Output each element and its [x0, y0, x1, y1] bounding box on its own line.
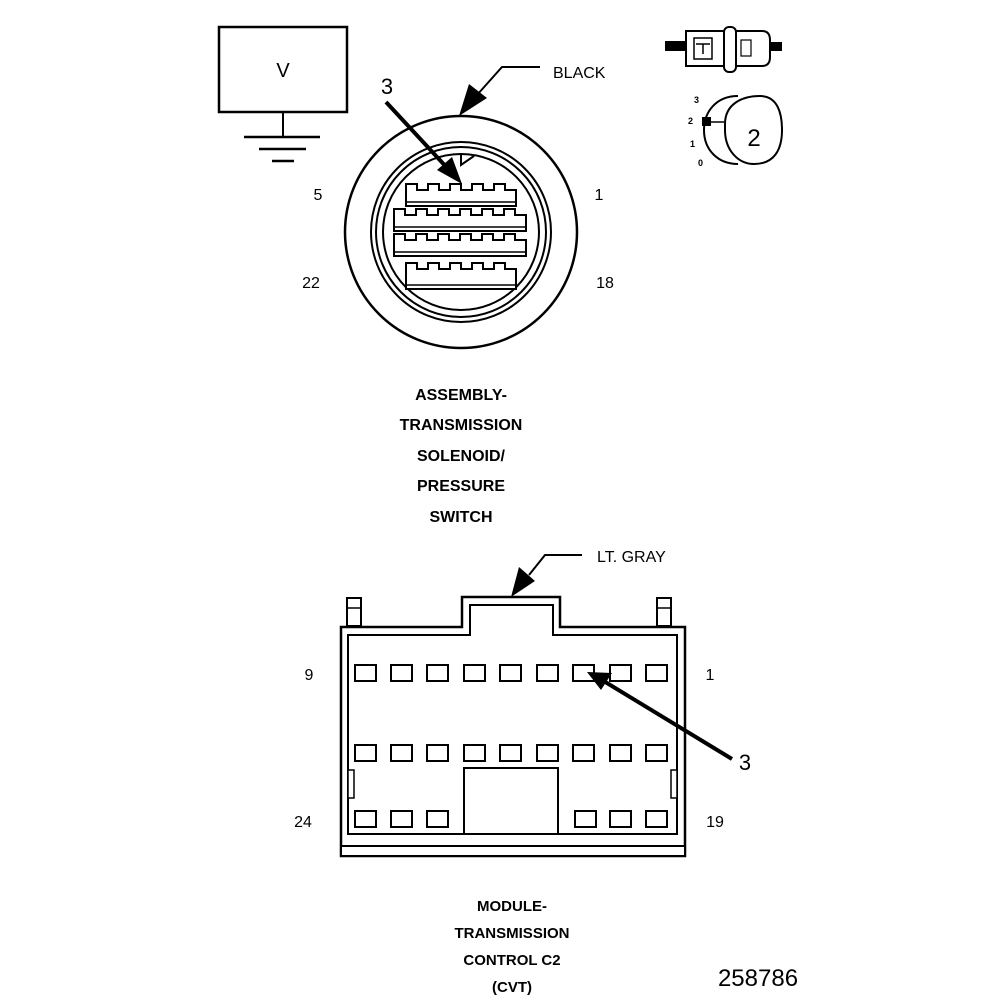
cavity-r2-c4	[463, 744, 486, 762]
cavity-r1-c2	[390, 664, 413, 682]
figure-number: 258786	[718, 965, 798, 992]
callout-arrow-top	[384, 100, 462, 184]
cavity-r1-c8	[609, 664, 632, 682]
voltmeter-box	[217, 25, 349, 114]
callout-number-top: 3	[381, 74, 393, 99]
switch-position-3: 3	[694, 95, 699, 105]
pin-label-9: 9	[305, 667, 314, 684]
cavity-r2-c6	[536, 744, 559, 762]
connector-color-lt-gray: LT. GRAY	[597, 549, 666, 566]
color-leader-top	[459, 66, 540, 116]
tcm-c2-connector: 9 1 24 19 LT. GRAY 3	[294, 549, 751, 858]
ground-icon	[244, 135, 320, 163]
pin-label-top-right: 1	[595, 187, 604, 204]
cavity-r3-c6	[645, 810, 668, 828]
connector-ring-3	[375, 146, 547, 318]
terminal-rows	[393, 183, 527, 290]
rib-left	[347, 769, 355, 799]
terminal-row-2	[393, 208, 527, 232]
cavity-r3-c2	[390, 810, 413, 828]
latch-left	[346, 597, 362, 627]
center-block	[463, 767, 559, 835]
tcm-title-line-1: MODULE-	[477, 898, 547, 915]
cavity-r1-c3	[426, 664, 449, 682]
solenoid-title-line-5: SWITCH	[429, 509, 492, 526]
connector-ring-2	[370, 141, 552, 323]
pin-label-top-left: 5	[314, 187, 323, 204]
terminal-row-1	[405, 183, 517, 207]
pin-label-19: 19	[706, 814, 724, 831]
switch-position-2: 2	[688, 116, 693, 126]
tcm-title-line-3: CONTROL C2	[463, 952, 560, 969]
solenoid-title: ASSEMBLY- TRANSMISSION SOLENOID/ PRESSUR…	[400, 387, 523, 526]
cavity-r1-c4	[463, 664, 486, 682]
solenoid-title-line-3: SOLENOID/	[417, 448, 506, 465]
cavity-r2-c8	[609, 744, 632, 762]
connector-keyway	[460, 154, 475, 167]
switch-selected-position: 2	[747, 125, 760, 152]
rib-right	[670, 769, 678, 799]
latch-right	[656, 597, 672, 627]
connector-base	[340, 845, 686, 857]
switch-position-0: 0	[698, 158, 703, 168]
switch-position-1: 1	[690, 139, 695, 149]
solenoid-title-line-2: TRANSMISSION	[400, 417, 523, 434]
solenoid-connector: 5 1 22 18 3 BLACK	[302, 65, 614, 350]
cavity-r2-c2	[390, 744, 413, 762]
cavity-r2-c3	[426, 744, 449, 762]
voltmeter-symbol: V	[276, 60, 290, 82]
cavity-r2-c9	[645, 744, 668, 762]
cavity-r1-c6	[536, 664, 559, 682]
cavity-r3-c4	[574, 810, 597, 828]
cavity-r2-c1	[354, 744, 377, 762]
cavity-r3-c1	[354, 810, 377, 828]
cavity-r3-c3	[426, 810, 449, 828]
connector-color-black: BLACK	[553, 65, 606, 82]
cavity-grid	[354, 664, 668, 828]
cavity-r2-c5	[499, 744, 522, 762]
cavity-r1-c1	[354, 664, 377, 682]
cavity-r2-c7	[572, 744, 595, 762]
voltmeter: V	[217, 25, 349, 163]
color-leader-bottom	[511, 554, 582, 597]
cavity-r1-c5	[499, 664, 522, 682]
tcm-title: MODULE- TRANSMISSION CONTROL C2 (CVT)	[454, 898, 569, 996]
callout-number-bottom: 3	[739, 750, 751, 775]
terminal-row-3	[393, 233, 527, 257]
pin-label-bottom-left: 22	[302, 275, 320, 292]
callout-arrow-bottom	[587, 672, 734, 761]
cavity-r3-c5	[609, 810, 632, 828]
tcm-title-line-2: TRANSMISSION	[454, 925, 569, 942]
connector-probe-icon	[665, 26, 782, 73]
cavity-r1-c9	[645, 664, 668, 682]
rotary-switch-icon: 3 2 1 0 2	[688, 94, 784, 168]
solenoid-title-line-1: ASSEMBLY-	[415, 387, 507, 404]
connector-inner-wall	[347, 604, 678, 835]
tcm-title-line-4: (CVT)	[492, 979, 532, 996]
terminal-row-4	[405, 262, 517, 290]
pin-label-bottom-right: 18	[596, 275, 614, 292]
solenoid-title-line-4: PRESSURE	[417, 478, 505, 495]
pin-label-1: 1	[706, 667, 715, 684]
pin-label-24: 24	[294, 814, 312, 831]
